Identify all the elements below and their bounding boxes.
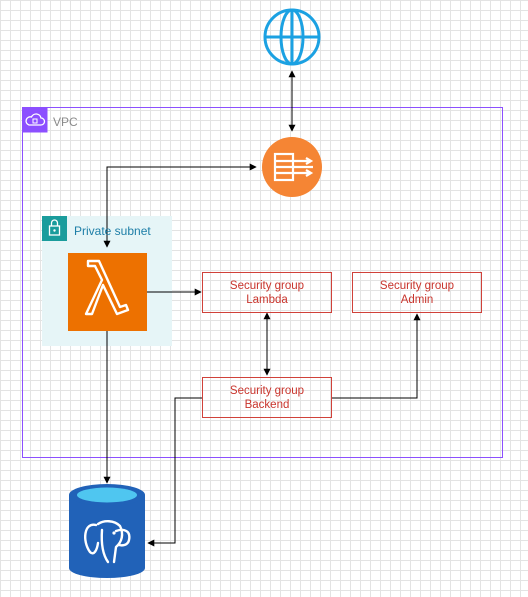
security-group-backend-name: Backend <box>244 398 290 411</box>
security-group-backend: Security group Backend <box>202 377 332 418</box>
vpc-cloud-icon <box>22 107 48 133</box>
security-group-lambda-name: Lambda <box>246 293 288 306</box>
globe-icon <box>263 8 321 66</box>
connector-gateway-lambda <box>103 163 257 248</box>
padlock-icon <box>42 216 67 241</box>
security-group-backend-title: Security group <box>229 384 305 397</box>
connector-sg-backend-sg-admin <box>332 313 421 399</box>
postgresql-database-icon <box>69 484 145 578</box>
lambda-icon <box>68 253 147 331</box>
security-group-admin: Security group Admin <box>352 272 482 313</box>
vpc-boundary <box>22 107 503 458</box>
security-group-lambda-title: Security group <box>229 279 305 292</box>
vpc-label: VPC <box>53 115 78 129</box>
connector-sg-backend-database <box>147 397 202 547</box>
private-subnet-label: Private subnet <box>74 224 151 238</box>
security-group-lambda: Security group Lambda <box>202 272 332 313</box>
security-group-admin-name: Admin <box>400 293 434 306</box>
security-group-admin-title: Security group <box>379 279 455 292</box>
nat-gateway-icon <box>262 137 322 197</box>
